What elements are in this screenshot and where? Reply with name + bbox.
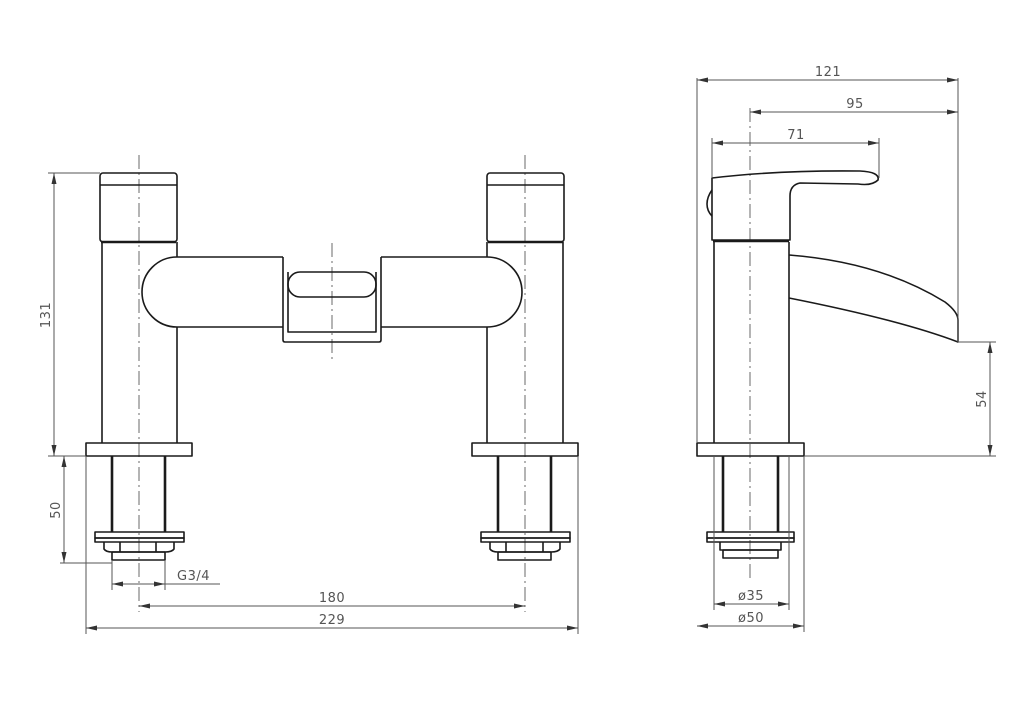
spout-block: [282, 257, 382, 343]
side-spout: [788, 254, 959, 343]
dim-label-d50: ø50: [738, 611, 764, 626]
bridge-body: [141, 256, 523, 343]
side-handle-button: [706, 189, 713, 217]
dim-total-height: 131: [39, 172, 100, 457]
dim-label-54: 54: [975, 390, 990, 408]
dim-label-95: 95: [846, 97, 864, 112]
dim-label-131: 131: [39, 302, 54, 328]
dim-label-d35: ø35: [738, 589, 764, 604]
dim-label-71: 71: [787, 128, 805, 143]
side-handle-lever: [711, 170, 879, 241]
left-bridge-end: [141, 256, 178, 328]
dim-label-g34: G3/4: [177, 569, 210, 584]
dim-label-121: 121: [815, 65, 841, 80]
left-pillar: [85, 172, 193, 561]
side-thread: [722, 549, 779, 559]
right-base-plate: [471, 442, 579, 457]
side-base-plate: [696, 442, 805, 457]
dim-shank-length: 50: [49, 455, 112, 564]
left-thread: [111, 551, 166, 561]
dim-overall-depth: 121: [696, 65, 959, 443]
dim-label-50: 50: [49, 501, 64, 519]
side-view: 121 95 71 54: [696, 65, 996, 632]
dim-label-180: 180: [319, 591, 345, 606]
dim-thread: G3/4: [111, 560, 220, 590]
dim-spout-projection: 95: [750, 97, 958, 115]
dim-body-diameter: ø35: [713, 456, 790, 610]
right-bridge-end: [486, 256, 523, 328]
spout-outlet: [287, 271, 377, 298]
dim-overall-width: 229: [85, 456, 579, 634]
dim-spout-height: 54: [804, 341, 996, 457]
dim-label-229: 229: [319, 613, 345, 628]
front-view: 131 50 G3/4 180: [39, 155, 579, 634]
left-base-plate: [85, 442, 193, 457]
right-pillar: [471, 172, 579, 561]
dim-centres: 180: [139, 591, 525, 609]
right-thread: [497, 551, 552, 561]
dim-handle-length: 71: [711, 128, 880, 178]
dim-base-diameter: ø50: [697, 456, 805, 632]
